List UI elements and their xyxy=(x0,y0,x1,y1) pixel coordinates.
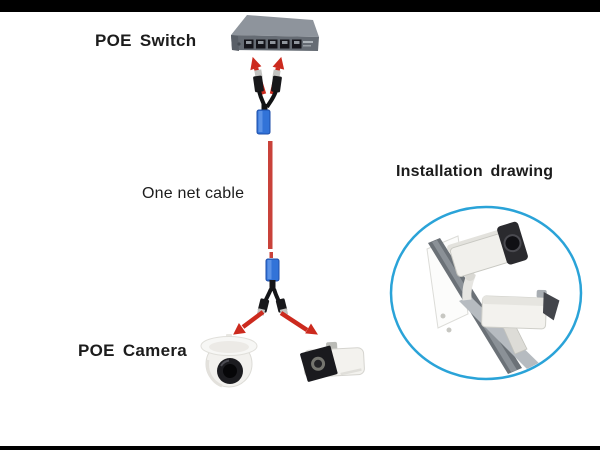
uplink-arrow-left-head xyxy=(250,56,262,71)
coupler-bottom-highlight xyxy=(267,260,272,279)
camera-arrow-left-head xyxy=(233,323,246,335)
splitter-top-stem xyxy=(261,104,268,112)
installation-circle xyxy=(389,205,583,381)
splitter-bottom-stem xyxy=(269,280,276,291)
switch-top-face xyxy=(231,15,319,37)
bullet-camera xyxy=(300,341,365,382)
splitter-top-wire-right xyxy=(265,90,278,109)
camera-arrow-left-shaft xyxy=(241,310,265,329)
install-camera-bottom xyxy=(481,289,560,330)
poe-switch-device xyxy=(231,15,319,51)
cam2-top-shade xyxy=(482,295,547,306)
switch-left-edge xyxy=(231,35,239,51)
camera-arrow-right-shaft xyxy=(279,311,309,332)
dome-lens xyxy=(223,364,237,378)
letterbox-bottom-bar xyxy=(0,446,600,450)
uplink-arrow-right-head xyxy=(272,56,285,70)
net-cable-stub xyxy=(269,252,273,258)
camera-arrows xyxy=(233,310,318,335)
dome-camera xyxy=(200,334,258,388)
mount-pole-light xyxy=(459,296,548,378)
install-camera-top xyxy=(447,221,528,278)
coupler-top-highlight xyxy=(258,111,263,132)
dome-lens-highlight xyxy=(220,359,230,367)
bullet-lens xyxy=(314,359,323,368)
camera-arrow-right-head xyxy=(305,323,318,335)
splitter-top-plug-right xyxy=(271,75,282,93)
rj45-coupler-bottom xyxy=(265,258,280,282)
switch-logo-marks xyxy=(303,41,313,47)
panel-screw-2 xyxy=(446,327,452,333)
cam2-open-end xyxy=(542,291,560,321)
poe-switch-label: POE Switch xyxy=(95,31,197,50)
net-cable-line xyxy=(268,141,273,249)
switch-ports xyxy=(244,39,302,49)
dome-base-inner xyxy=(209,341,249,353)
cam1-lens xyxy=(504,235,521,252)
rj45-coupler-top xyxy=(256,109,271,135)
dome-shading xyxy=(206,359,223,388)
panel-screw-1 xyxy=(440,313,446,319)
splitter-top-plug-left xyxy=(253,75,264,93)
poe-splitter-bottom xyxy=(256,280,289,316)
switch-screw xyxy=(237,42,241,46)
installation-drawing-label: Installation drawing xyxy=(396,163,554,180)
poe-camera-label: POE Camera xyxy=(78,341,187,360)
poe-splitter-top xyxy=(253,69,282,112)
cam1-lens-ring xyxy=(503,234,522,253)
net-cable xyxy=(268,141,273,258)
one-net-cable-label: One net cable xyxy=(142,185,245,202)
letterbox-top-bar xyxy=(0,0,600,12)
installation-photo xyxy=(426,221,560,378)
bullet-shading xyxy=(340,368,362,376)
